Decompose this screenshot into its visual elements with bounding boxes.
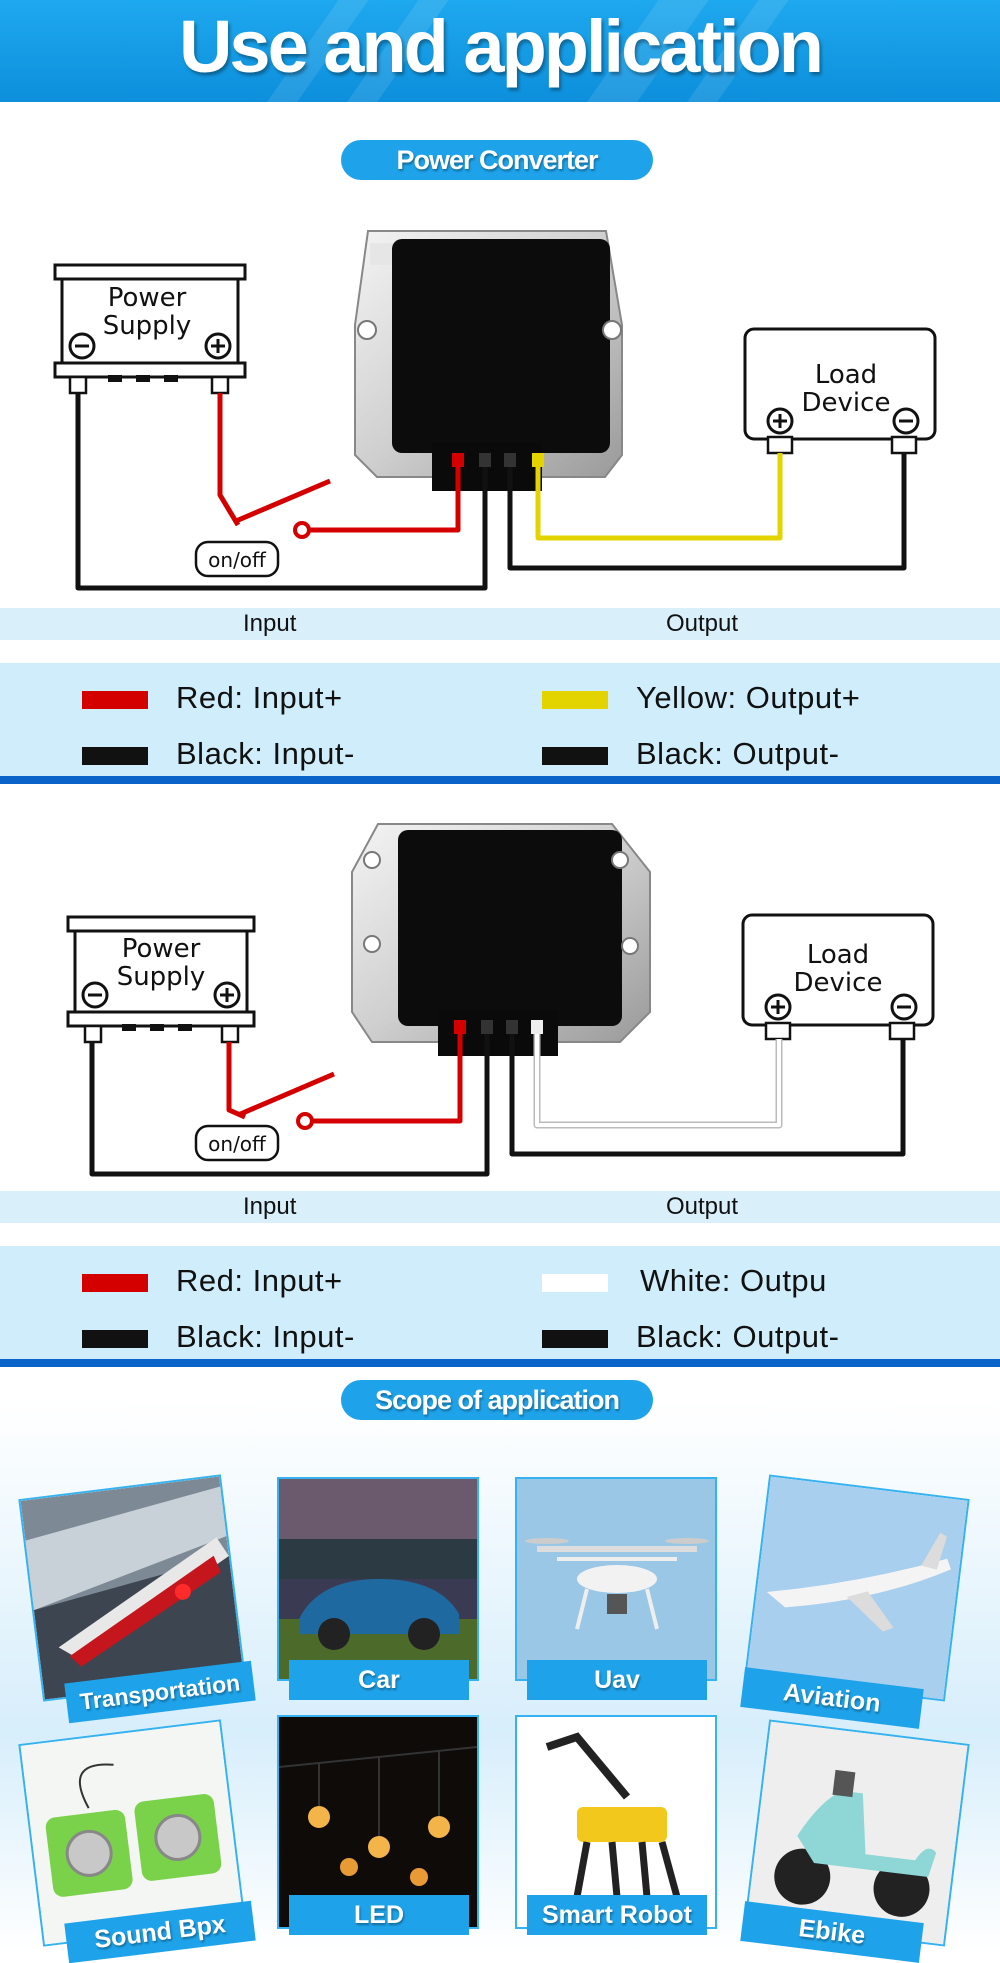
label-smart-robot: Smart Robot (527, 1895, 707, 1935)
black-swatch (542, 747, 608, 765)
scope-pill: Scope of application (341, 1380, 653, 1420)
scooter-photo-card (746, 1721, 968, 1945)
drone-photo (517, 1479, 715, 1679)
black-input-wire (75, 393, 488, 591)
power-supply-label-2: Supply (103, 311, 192, 341)
red-swatch (82, 691, 148, 709)
black-output-wire (509, 1028, 906, 1157)
train-photo-card (20, 1476, 244, 1700)
on-off-label: on/off (208, 548, 267, 572)
output-label: Output (666, 1193, 739, 1220)
legend-black-input: Black: Input- (176, 1319, 355, 1354)
robot-photo-card (517, 1717, 715, 1927)
power-converter-pill: Power Converter (341, 140, 653, 180)
wiring-diagram-1: Power Supply Load Device on/off (53, 230, 937, 591)
car-photo-card (279, 1479, 477, 1679)
page-title: Use and application (178, 5, 824, 88)
power-supply-box: Power Supply (53, 263, 247, 395)
on-off-switch-tag: on/off (194, 1124, 280, 1162)
train-photo (20, 1476, 244, 1700)
legend-black-output: Black: Output- (636, 736, 840, 771)
red-wire-switch-lever (226, 1042, 247, 1120)
legend-output-positive: Yellow: Output+ (636, 680, 861, 715)
black-swatch (542, 1330, 608, 1348)
power-supply-label-2: Supply (117, 962, 206, 992)
legend-red: Red: Input+ (176, 1263, 343, 1298)
input-label: Input (243, 1193, 297, 1220)
io-band-2: Input Output (0, 1191, 1000, 1223)
red-swatch (82, 1274, 148, 1292)
yellow-swatch (542, 691, 608, 709)
load-device-label-2: Device (802, 388, 891, 418)
scooter-photo (746, 1721, 968, 1945)
label-led: LED (289, 1895, 469, 1935)
black-output-wire (507, 453, 907, 571)
wiring-diagram-2: Power Supply Load Device (66, 823, 935, 1177)
speaker-photo-card (20, 1721, 244, 1945)
legend-black-input: Black: Input- (176, 736, 355, 771)
output-positive-wire (535, 453, 783, 541)
red-wire-switch-lever (217, 393, 241, 527)
bulb-photo-card (279, 1717, 477, 1927)
airplane-photo (746, 1476, 968, 1700)
black-swatch (82, 1330, 148, 1348)
car-photo (279, 1479, 477, 1679)
red-input-wire (305, 459, 461, 533)
label-uav: Uav (527, 1660, 707, 1700)
white-swatch (542, 1274, 608, 1292)
output-label: Output (666, 610, 739, 637)
input-label: Input (243, 610, 297, 637)
wire-legend-2: Red: Input+ Black: Input- White: Outpu B… (0, 1246, 1000, 1367)
robot-photo (517, 1717, 715, 1927)
converter-module (354, 230, 623, 491)
power-supply-label-1: Power (122, 934, 201, 964)
load-device-box: Load Device (743, 327, 937, 455)
power-supply-box: Power Supply (66, 915, 256, 1044)
on-off-switch-tag: on/off (194, 540, 280, 578)
bulb-photo (279, 1717, 477, 1927)
drone-photo-card (517, 1479, 715, 1679)
black-swatch (82, 747, 148, 765)
converter-module (351, 823, 651, 1056)
speaker-photo (20, 1721, 244, 1945)
load-device-label-1: Load (815, 360, 877, 390)
load-device-label-1: Load (807, 940, 869, 970)
legend-black-output: Black: Output- (636, 1319, 840, 1354)
load-device-label-2: Device (794, 968, 883, 998)
legend-red: Red: Input+ (176, 680, 343, 715)
wire-legend-1: Red: Input+ Black: Input- Yellow: Output… (0, 663, 1000, 784)
label-car: Car (289, 1660, 469, 1700)
load-device-box: Load Device (741, 913, 935, 1041)
io-band-1: Input Output (0, 608, 1000, 640)
black-input-wire (89, 1028, 490, 1177)
legend-output-positive: White: Outpu (640, 1263, 827, 1298)
red-input-wire (308, 1028, 463, 1124)
power-supply-label-1: Power (108, 283, 187, 313)
output-positive-wire (535, 1028, 781, 1127)
on-off-label: on/off (208, 1132, 267, 1156)
header-banner: Use and application (0, 0, 1000, 102)
airplane-photo-card (746, 1476, 968, 1700)
